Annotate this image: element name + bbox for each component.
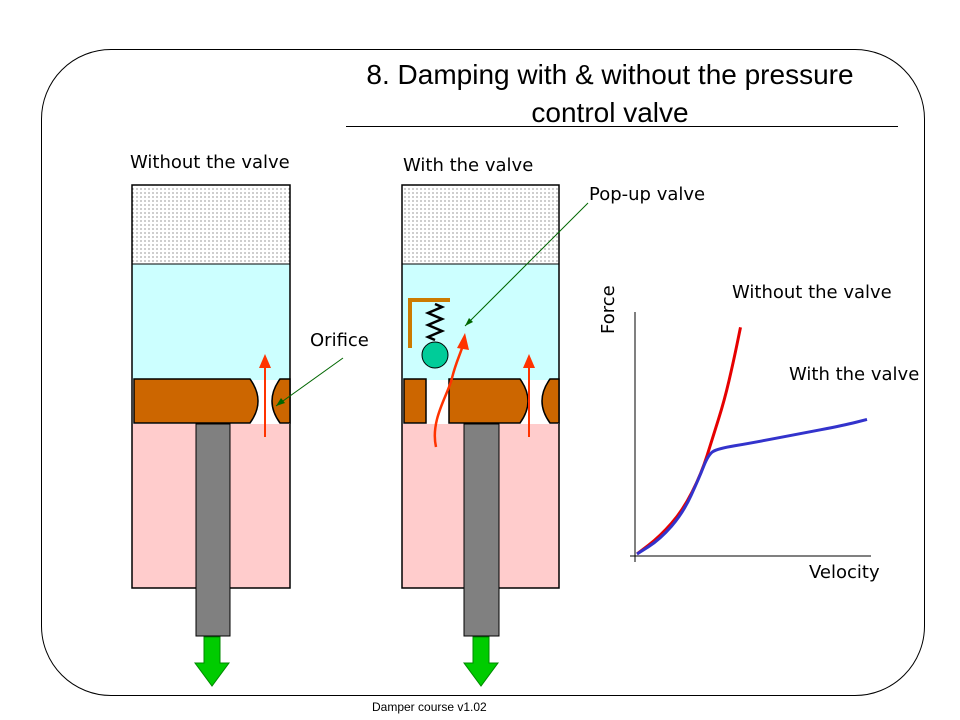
piston-rod	[195, 423, 231, 637]
piston-left-segment	[403, 378, 427, 424]
orifice-flow-arrowhead	[523, 354, 535, 368]
legend-with-valve: With the valve	[789, 364, 920, 385]
popup-leader-line	[464, 202, 589, 327]
x-axis-label: Velocity	[809, 562, 880, 583]
force-velocity-chart	[630, 312, 871, 562]
slide-title-line-1: 8. Damping with & without the pressure	[366, 59, 854, 90]
down-arrow-icon	[463, 636, 499, 687]
label-popup-valve: Pop-up valve	[589, 184, 706, 205]
legend-without-valve: Without the valve	[732, 282, 892, 303]
popup-leader-arrowhead	[465, 318, 473, 326]
damper-without-valve	[131, 184, 344, 687]
gas-chamber	[132, 185, 290, 264]
piston-body	[448, 378, 529, 424]
down-arrow-icon	[194, 636, 230, 687]
orifice-leader-arrowhead	[276, 398, 285, 406]
label-without-valve: Without the valve	[130, 152, 290, 173]
valve-bracket	[408, 298, 450, 348]
series-line-with-valve	[636, 417, 868, 556]
orifice-leader-line	[275, 357, 344, 407]
valve-flow-arrow	[433, 344, 465, 448]
slide-title-line-2: control valve	[531, 97, 689, 128]
series-line-without-valve	[636, 327, 742, 556]
footer-text: Damper course v1.02	[372, 700, 487, 714]
piston-body	[133, 378, 259, 424]
y-axis-label: Force	[598, 285, 619, 334]
piston-rod	[463, 423, 500, 637]
title-underline	[346, 126, 898, 127]
valve-spring-icon	[424, 302, 446, 342]
label-orifice: Orifice	[310, 330, 369, 351]
orifice-flow-arrowhead	[259, 354, 271, 368]
gas-chamber	[402, 185, 559, 264]
piston-body-right	[541, 378, 560, 424]
valve-ball-icon	[421, 341, 449, 369]
damper-with-valve	[401, 184, 589, 687]
valve-flow-arrowhead	[457, 333, 469, 350]
slide-frame	[41, 49, 925, 696]
label-with-valve: With the valve	[403, 155, 534, 176]
